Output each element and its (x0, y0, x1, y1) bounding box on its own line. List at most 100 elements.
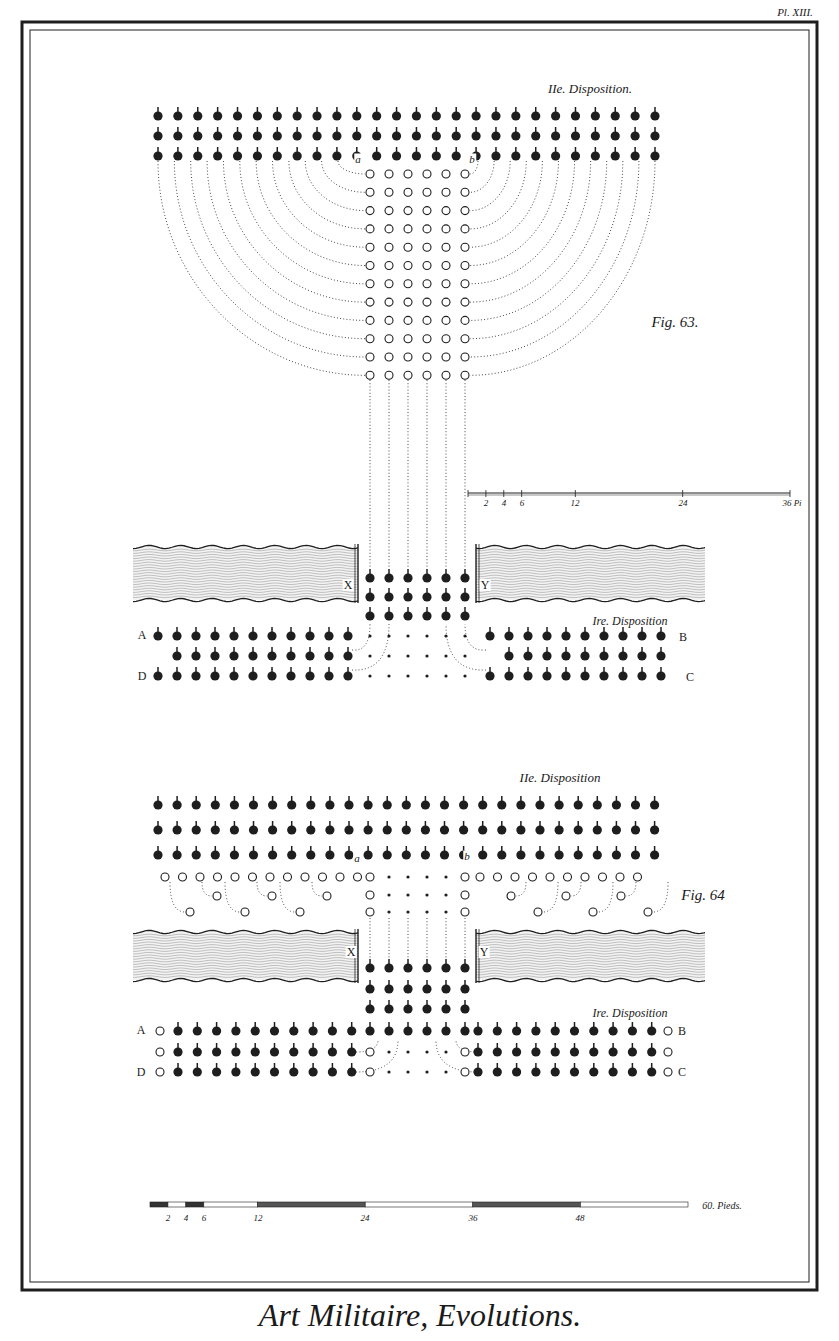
soldier-open (461, 188, 469, 196)
soldier-open (423, 335, 431, 343)
soldier-filled (193, 107, 202, 121)
soldier-filled (628, 1063, 637, 1077)
soldier-filled (328, 1022, 337, 1036)
soldier-filled (173, 107, 182, 121)
soldier-filled (365, 588, 374, 602)
soldier-filled (343, 647, 352, 661)
vacated-place (425, 1050, 428, 1053)
soldier-filled (441, 588, 450, 602)
soldier-filled (574, 846, 583, 860)
soldier-open (186, 908, 194, 916)
soldier-open (268, 892, 276, 900)
soldier-filled (631, 821, 640, 835)
point-letter: C (685, 671, 695, 683)
soldier-filled (153, 147, 162, 161)
soldier-open (589, 908, 597, 916)
soldier-filled (384, 607, 393, 621)
soldier-open (241, 908, 249, 916)
march-path (465, 380, 466, 568)
soldier-filled (365, 569, 374, 583)
soldier-filled (392, 107, 401, 121)
soldier-open (616, 873, 624, 881)
soldier-filled (516, 846, 525, 860)
soldier-open (385, 298, 393, 306)
soldier-filled (478, 796, 487, 810)
point-letter: a (353, 853, 361, 864)
soldier-filled (599, 647, 608, 661)
vacated-place (444, 674, 447, 677)
march-path (465, 624, 486, 650)
soldier-filled (173, 846, 182, 860)
soldier-filled (289, 1063, 298, 1077)
soldier-filled (609, 1043, 618, 1057)
soldier-filled (293, 127, 302, 141)
point-letter: X (343, 579, 354, 591)
soldier-open (511, 873, 519, 881)
vacated-place (406, 893, 409, 896)
soldier-filled (251, 1063, 260, 1077)
vacated-place (368, 634, 371, 637)
soldier-filled (611, 147, 620, 161)
soldier-filled (493, 1043, 502, 1057)
soldier-filled (516, 796, 525, 810)
soldier-filled (441, 569, 450, 583)
march-path (571, 882, 581, 896)
soldier-filled (324, 647, 333, 661)
march-path (470, 161, 494, 192)
soldier-open (617, 892, 625, 900)
soldier-filled (248, 667, 257, 681)
soldier-filled (347, 1022, 356, 1036)
soldier-filled (305, 647, 314, 661)
point-letter: D (137, 670, 148, 682)
march-path (626, 882, 636, 896)
vacated-place (406, 1050, 409, 1053)
soldier-filled (193, 1043, 202, 1057)
soldier-filled (440, 846, 449, 860)
soldier-filled (422, 588, 431, 602)
soldier-filled (344, 846, 353, 860)
soldier-filled (211, 846, 220, 860)
soldier-filled (268, 796, 277, 810)
soldier-open (156, 1027, 164, 1035)
soldier-filled (365, 607, 374, 621)
vacated-place (387, 875, 390, 878)
soldier-filled (491, 147, 500, 161)
soldier-filled (332, 107, 341, 121)
soldier-filled (609, 1022, 618, 1036)
soldier-filled (535, 846, 544, 860)
soldier-filled (248, 647, 257, 661)
soldier-open (564, 873, 572, 881)
soldier-filled (249, 846, 258, 860)
soldier-open (442, 243, 450, 251)
soldier-open (366, 1068, 374, 1076)
soldier-filled (511, 147, 520, 161)
vacated-place (387, 893, 390, 896)
soldier-filled (270, 1063, 279, 1077)
soldier-open (461, 891, 469, 899)
soldier-filled (251, 1022, 260, 1036)
soldier-filled (347, 1043, 356, 1057)
soldier-filled (383, 846, 392, 860)
soldier-filled (497, 796, 506, 810)
soldier-filled (460, 607, 469, 621)
march-path (256, 161, 365, 266)
soldier-open (404, 280, 412, 288)
soldier-filled (344, 796, 353, 810)
soldier-open (461, 316, 469, 324)
soldier-open (461, 243, 469, 251)
soldier-open (385, 262, 393, 270)
scale-number: 24 (678, 499, 689, 508)
soldier-open (442, 225, 450, 233)
soldier-open (385, 207, 393, 215)
march-path (389, 918, 390, 958)
soldier-filled (612, 821, 621, 835)
march-path (427, 918, 428, 958)
soldier-filled (212, 1063, 221, 1077)
march-path (322, 161, 365, 192)
soldier-filled (611, 107, 620, 121)
soldier-filled (440, 796, 449, 810)
vacated-place (444, 893, 447, 896)
soldier-filled (249, 821, 258, 835)
vacated-place (463, 654, 466, 657)
march-path (516, 882, 526, 896)
